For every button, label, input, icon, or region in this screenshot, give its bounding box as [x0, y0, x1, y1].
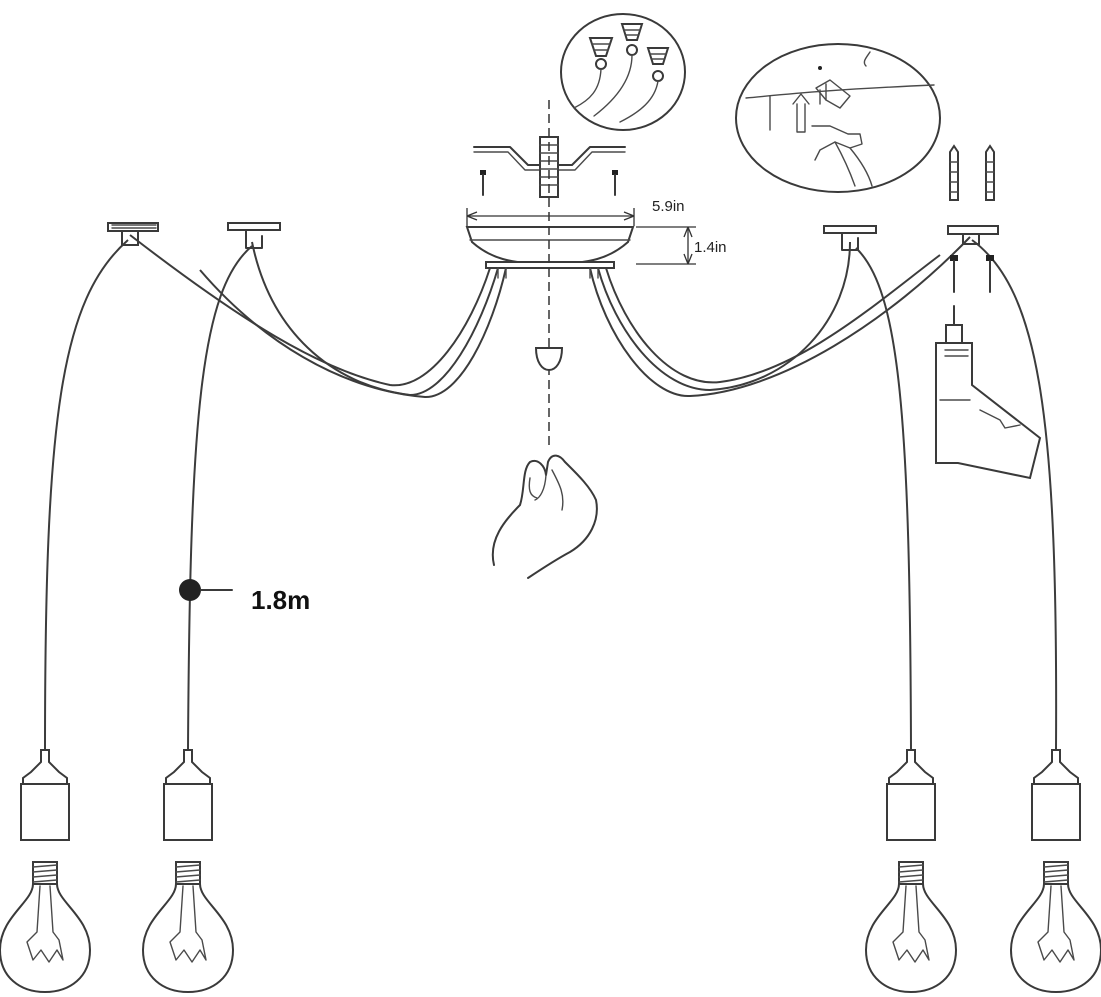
ceiling-hook-left-outer — [107, 222, 159, 246]
hook-bracket-icon — [815, 79, 851, 109]
drill-icon — [935, 305, 1042, 480]
arrow-up-icon — [792, 93, 810, 133]
canopy-screw-right — [612, 170, 618, 196]
pendant-cables — [44, 234, 1058, 751]
height-dimension: 1.4in — [636, 226, 727, 265]
hand-icon — [811, 125, 873, 187]
screw-icon — [986, 255, 994, 293]
pendant-socket — [20, 749, 70, 841]
cable-length-marker: 1.8m — [179, 579, 310, 615]
ceiling-hook-left-inner — [227, 222, 281, 249]
light-bulb — [142, 861, 234, 993]
wire-connector-callout — [560, 13, 686, 131]
pendant-socket — [1031, 749, 1081, 841]
wire-nut-icon — [593, 23, 644, 117]
height-label: 1.4in — [694, 239, 727, 256]
pendant-socket — [163, 749, 213, 841]
hook-installation-callout — [735, 43, 941, 193]
width-dimension: 5.9in — [466, 198, 685, 226]
wire-nut-icon — [573, 37, 614, 109]
pendant-socket — [886, 749, 936, 841]
hand-icon — [491, 454, 598, 579]
canopy-screw-left — [480, 170, 486, 196]
ceiling-hook-right-outer — [947, 225, 999, 245]
light-bulb — [0, 861, 91, 993]
screw-icon — [950, 255, 958, 293]
light-bulb — [1010, 861, 1101, 993]
wall-anchor-icon — [985, 144, 995, 201]
wall-anchor-icon — [949, 144, 959, 201]
cable-length-label: 1.8m — [251, 585, 310, 615]
wire-nut-icon — [619, 47, 670, 123]
cap-nut — [534, 347, 564, 372]
ceiling-canopy — [465, 226, 635, 279]
light-bulb — [865, 861, 957, 993]
width-label: 5.9in — [652, 198, 685, 215]
